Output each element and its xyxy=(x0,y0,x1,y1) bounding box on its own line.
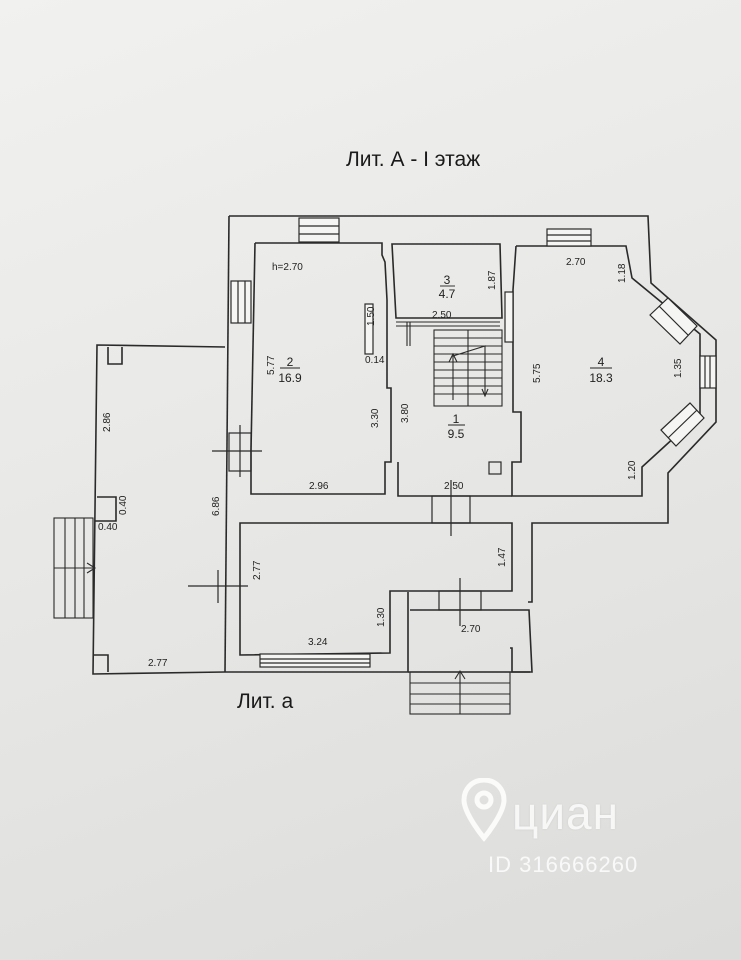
window-annex-bottom xyxy=(259,653,371,668)
room2-area: 16.9 xyxy=(278,371,302,385)
dim-stair-left: 3.30 xyxy=(370,408,381,428)
room4-wall xyxy=(511,245,701,497)
room2-left-wall xyxy=(250,242,256,451)
room3-wall xyxy=(391,243,503,319)
dim-room4-bay: 1.35 xyxy=(673,358,684,378)
window-top-right xyxy=(546,228,592,247)
room4-area: 18.3 xyxy=(589,371,613,385)
room1-number: 1 xyxy=(453,412,460,426)
dim-annex-left: 2.77 xyxy=(252,560,263,580)
dim-room4-top: 2.70 xyxy=(566,257,586,268)
door-room4-left xyxy=(504,291,514,343)
dim-lit-a-height: 6.86 xyxy=(211,496,222,516)
room3-area: 4.7 xyxy=(439,287,456,301)
dim-room4-corner-bottom: 1.20 xyxy=(627,460,638,480)
main-outer-wall xyxy=(229,215,717,603)
staircase xyxy=(396,321,503,407)
room4-number: 4 xyxy=(598,355,605,369)
dim-lit-a-left: 2.86 xyxy=(102,412,113,432)
dim-room3-height: 1.87 xyxy=(487,270,498,290)
window-left-room2 xyxy=(230,280,252,324)
room2-wall xyxy=(250,242,392,495)
dim-room2-left: 5.77 xyxy=(266,355,277,375)
location-pin-icon xyxy=(461,778,507,842)
annex-title: Лит. а xyxy=(237,690,294,713)
dim-lit-a-bottom: 2.77 xyxy=(148,658,168,669)
dim-lit-a-step-h: 0.40 xyxy=(98,522,118,533)
dim-hall-bottom: 2.50 xyxy=(444,481,464,492)
pillar-hall xyxy=(488,461,502,475)
window-bay-right xyxy=(699,355,717,389)
porch-wall xyxy=(410,609,533,673)
dim-room2-right-top: 1.50 xyxy=(366,306,377,326)
dim-room2-right-mid: 0.14 xyxy=(365,355,385,366)
room1-area: 9.5 xyxy=(448,427,465,441)
lit-a-inner xyxy=(107,347,123,365)
dim-annex-inner: 1.30 xyxy=(376,607,387,627)
dim-room2-bottom: 2.96 xyxy=(309,481,329,492)
lit-a-entry xyxy=(95,496,117,522)
dim-room4-left: 5.75 xyxy=(532,363,543,383)
dim-lit-a-step-v: 0.40 xyxy=(118,495,129,515)
watermark: циан ID 316666260 xyxy=(460,778,700,888)
window-top-left xyxy=(298,217,340,243)
dim-stair-right: 3.80 xyxy=(400,403,411,423)
watermark-brand: циан xyxy=(512,787,620,839)
dim-annex-right: 1.47 xyxy=(497,547,508,567)
room3-number: 3 xyxy=(444,273,451,287)
dim-porch-width: 2.70 xyxy=(461,624,481,635)
door-room2-right xyxy=(364,303,374,355)
watermark-listing-id: ID 316666260 xyxy=(488,852,639,877)
main-left-wall xyxy=(224,215,230,673)
hall-bottom-wall xyxy=(397,462,512,497)
dim-room3-width: 2.50 xyxy=(432,310,452,321)
lit-a-outer xyxy=(92,344,226,675)
lit-a-corner xyxy=(93,654,109,672)
annex-wall xyxy=(239,522,513,656)
ceiling-height: h=2.70 xyxy=(272,262,303,273)
dim-room4-corner-top: 1.18 xyxy=(617,263,628,283)
floor-title: Лит. А - I этаж xyxy=(346,148,481,171)
room2-number: 2 xyxy=(287,355,294,369)
dim-annex-bottom: 3.24 xyxy=(308,637,328,648)
